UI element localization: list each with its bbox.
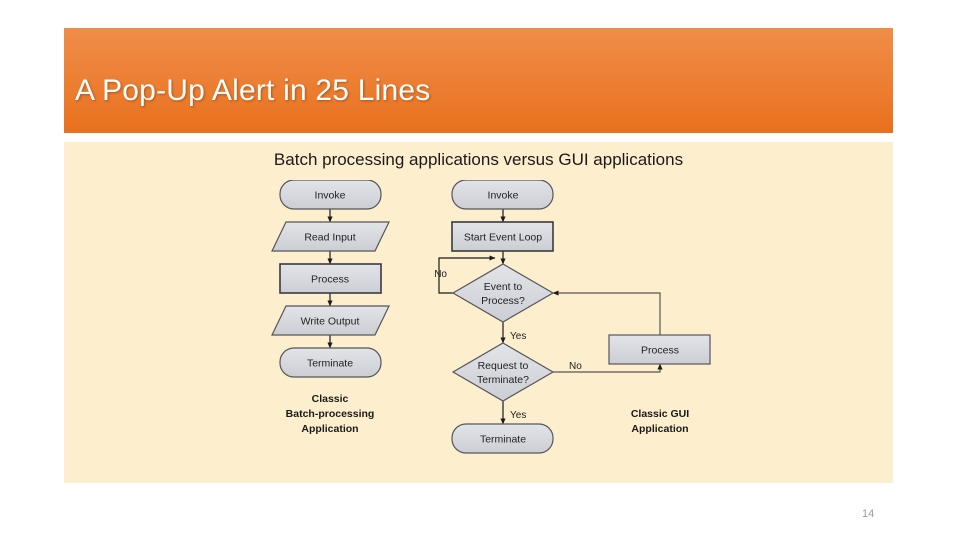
node-l-invoke: Invoke <box>279 180 382 210</box>
node-l-process: Process <box>279 263 382 294</box>
flowchart-diagram: Invoke Read Input Process <box>64 180 893 480</box>
right-flow-caption-line1: Classic GUI <box>631 408 689 420</box>
node-l-write-output-label: Write Output <box>301 316 360 328</box>
left-flow-group: Invoke Read Input Process <box>271 180 390 435</box>
node-l-read-input-label: Read Input <box>304 232 355 244</box>
node-r-terminate: Terminate <box>451 423 554 454</box>
node-r-process-label: Process <box>641 345 679 357</box>
process-to-event-connector <box>552 290 661 335</box>
node-l-terminate-label: Terminate <box>307 358 353 370</box>
node-r-invoke: Invoke <box>451 180 554 210</box>
node-r-invoke-label: Invoke <box>488 190 519 202</box>
left-flow-caption-line3: Application <box>301 423 358 435</box>
right-flow-group: Invoke Start Event Loop Event to Process… <box>434 180 711 454</box>
reqterm-no-connector <box>553 363 663 373</box>
node-l-write-output: Write Output <box>271 305 390 336</box>
right-flow-caption-line2: Application <box>631 423 688 435</box>
node-r-event-to-process: Event to Process? <box>451 263 555 323</box>
node-r-start-event-loop-label: Start Event Loop <box>464 232 542 244</box>
node-l-read-input: Read Input <box>271 221 390 252</box>
branch-label-reqterm-yes: Yes <box>510 410 526 421</box>
content-panel: Batch processing applications versus GUI… <box>64 142 893 483</box>
slide-subtitle: Batch processing applications versus GUI… <box>273 150 684 169</box>
node-r-terminate-label: Terminate <box>480 434 526 446</box>
page-number: 14 <box>862 508 875 520</box>
left-flow-caption: Classic Batch-processing Application <box>286 393 375 435</box>
node-r-request-to-terminate: Request to Terminate? <box>451 342 555 402</box>
branch-label-event-yes: Yes <box>510 331 526 342</box>
page-title: A Pop-Up Alert in 25 Lines <box>75 74 431 107</box>
left-flow-caption-line2: Batch-processing <box>286 408 375 420</box>
node-l-invoke-label: Invoke <box>315 190 346 202</box>
node-r-start-event-loop: Start Event Loop <box>451 221 554 252</box>
node-r-event-to-process-label-line2: Process? <box>481 295 525 307</box>
node-r-request-to-terminate-label-line2: Terminate? <box>477 374 529 386</box>
node-l-terminate: Terminate <box>279 347 382 378</box>
branch-label-reqterm-no: No <box>569 361 582 372</box>
slide-header-banner: A Pop-Up Alert in 25 Lines <box>64 28 893 133</box>
event-no-loop-connector <box>438 255 496 294</box>
branch-label-event-no: No <box>434 269 447 280</box>
node-r-process: Process <box>608 334 711 365</box>
node-r-event-to-process-label-line1: Event to <box>484 281 523 293</box>
node-r-request-to-terminate-label-line1: Request to <box>478 360 529 372</box>
right-flow-caption: Classic GUI Application <box>631 408 689 435</box>
node-l-process-label: Process <box>311 274 349 286</box>
left-flow-caption-line1: Classic <box>312 393 349 405</box>
